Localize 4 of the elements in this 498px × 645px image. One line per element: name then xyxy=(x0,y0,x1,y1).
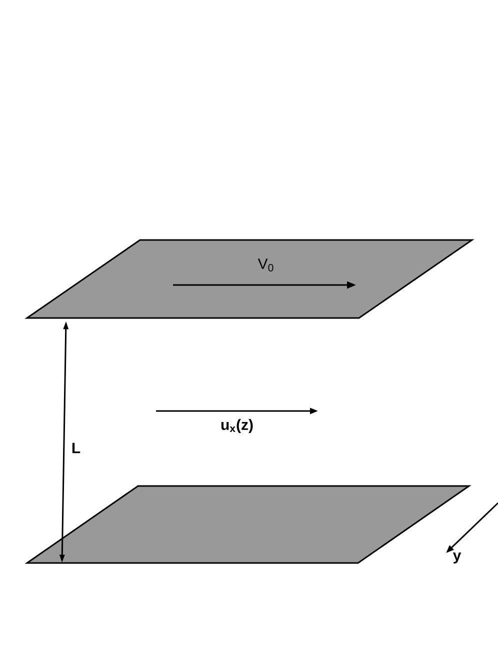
axis-label: y xyxy=(452,552,462,564)
dimension-label: L xyxy=(72,442,80,454)
arrow-label: u$_{x}$(z) xyxy=(221,419,253,433)
arrow-label: V$_{0}$ xyxy=(258,258,274,272)
